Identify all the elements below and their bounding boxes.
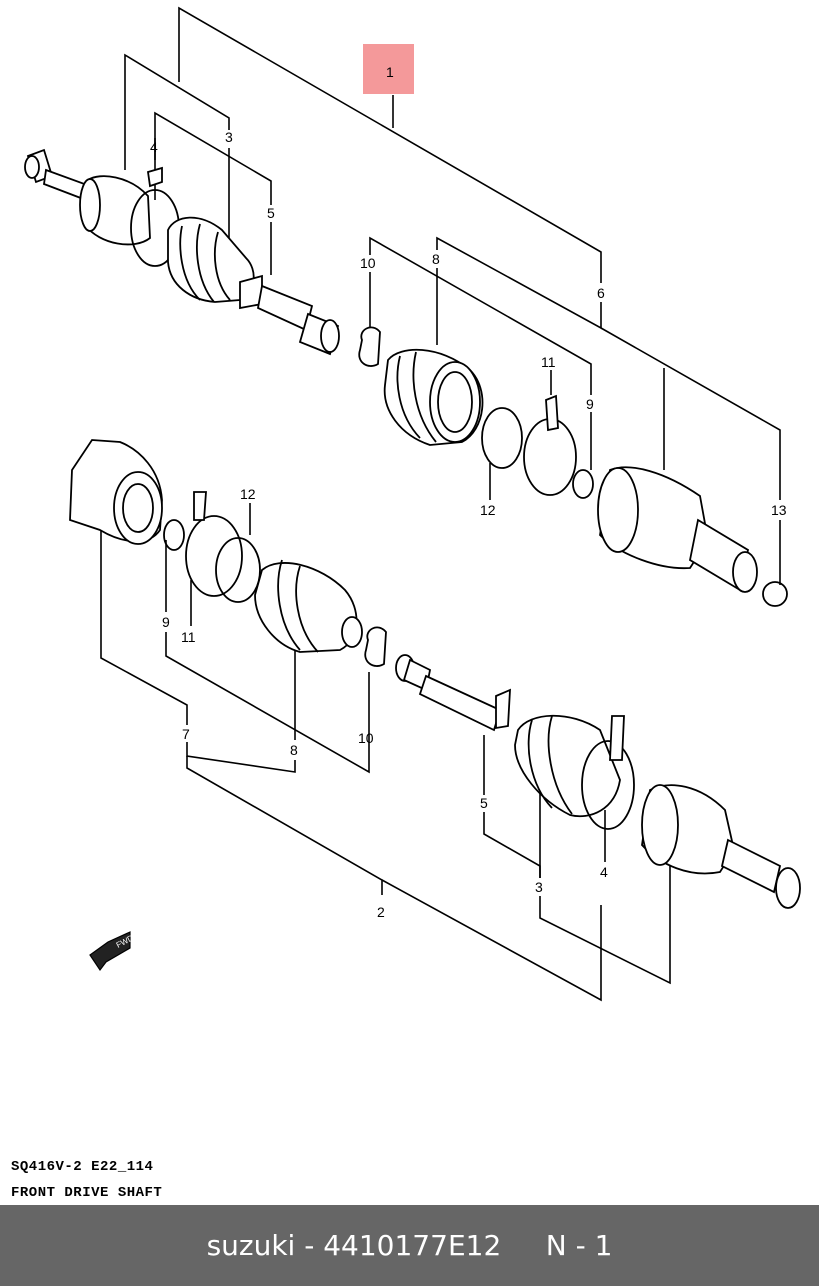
clamp-10-lower <box>364 626 387 667</box>
callout-6: 6 <box>597 285 605 301</box>
callout-12-lower: 12 <box>240 486 256 502</box>
callout-labels: 1 3 4 5 6 10 8 11 9 12 13 12 9 11 7 8 10… <box>150 64 787 920</box>
boot-8-upper <box>383 348 484 446</box>
callout-5-lower: 5 <box>480 795 488 811</box>
callout-12-upper: 12 <box>480 502 496 518</box>
ring-9-lower <box>163 519 185 551</box>
callout-13: 13 <box>771 502 787 518</box>
callout-9-lower: 9 <box>162 614 170 630</box>
callout-1-highlight <box>363 44 414 94</box>
forward-arrow-icon: FWD <box>89 931 135 972</box>
diagram-title-caption: FRONT DRIVE SHAFT <box>11 1185 163 1201</box>
callout-3-upper: 3 <box>225 129 233 145</box>
footer-part-text: suzuki - 4410177E12 N - 1 <box>206 1229 613 1262</box>
ring-9-upper <box>572 469 594 499</box>
callout-10-upper: 10 <box>360 255 376 271</box>
clamp-10-upper <box>358 326 381 367</box>
callout-11-lower: 11 <box>181 629 196 645</box>
callout-7: 7 <box>182 726 190 742</box>
callout-5-upper: 5 <box>267 205 275 221</box>
wheel-bearing-housing <box>69 439 163 545</box>
upper-drive-shaft <box>24 148 340 356</box>
ring-12-upper <box>481 407 523 469</box>
part-number-footer: suzuki - 4410177E12 N - 1 <box>0 1205 819 1286</box>
callout-4-upper: 4 <box>150 139 158 155</box>
callout-8-lower: 8 <box>290 742 298 758</box>
lower-drive-shaft <box>395 654 801 909</box>
leader-lines <box>100 6 781 1002</box>
clamp-11-lower <box>185 491 243 597</box>
callout-9-upper: 9 <box>586 396 594 412</box>
ring-12-lower <box>215 537 261 603</box>
callout-2: 2 <box>377 904 385 920</box>
diagram-code-caption: SQ416V-2 E22_114 <box>11 1159 154 1175</box>
clamp-11-upper <box>523 394 577 496</box>
inner-joint-housing-upper <box>597 466 788 607</box>
callout-3-lower: 3 <box>535 879 543 895</box>
callout-10-lower: 10 <box>358 730 374 746</box>
callout-4-lower: 4 <box>600 864 608 880</box>
boot-8-lower <box>254 559 363 653</box>
callout-1: 1 <box>386 64 394 80</box>
callout-11-upper: 11 <box>541 354 556 370</box>
drive-shaft-exploded-diagram: FWD 1 3 4 5 6 10 8 11 9 12 13 12 9 11 7 … <box>24 6 801 1002</box>
callout-8-upper: 8 <box>432 251 440 267</box>
